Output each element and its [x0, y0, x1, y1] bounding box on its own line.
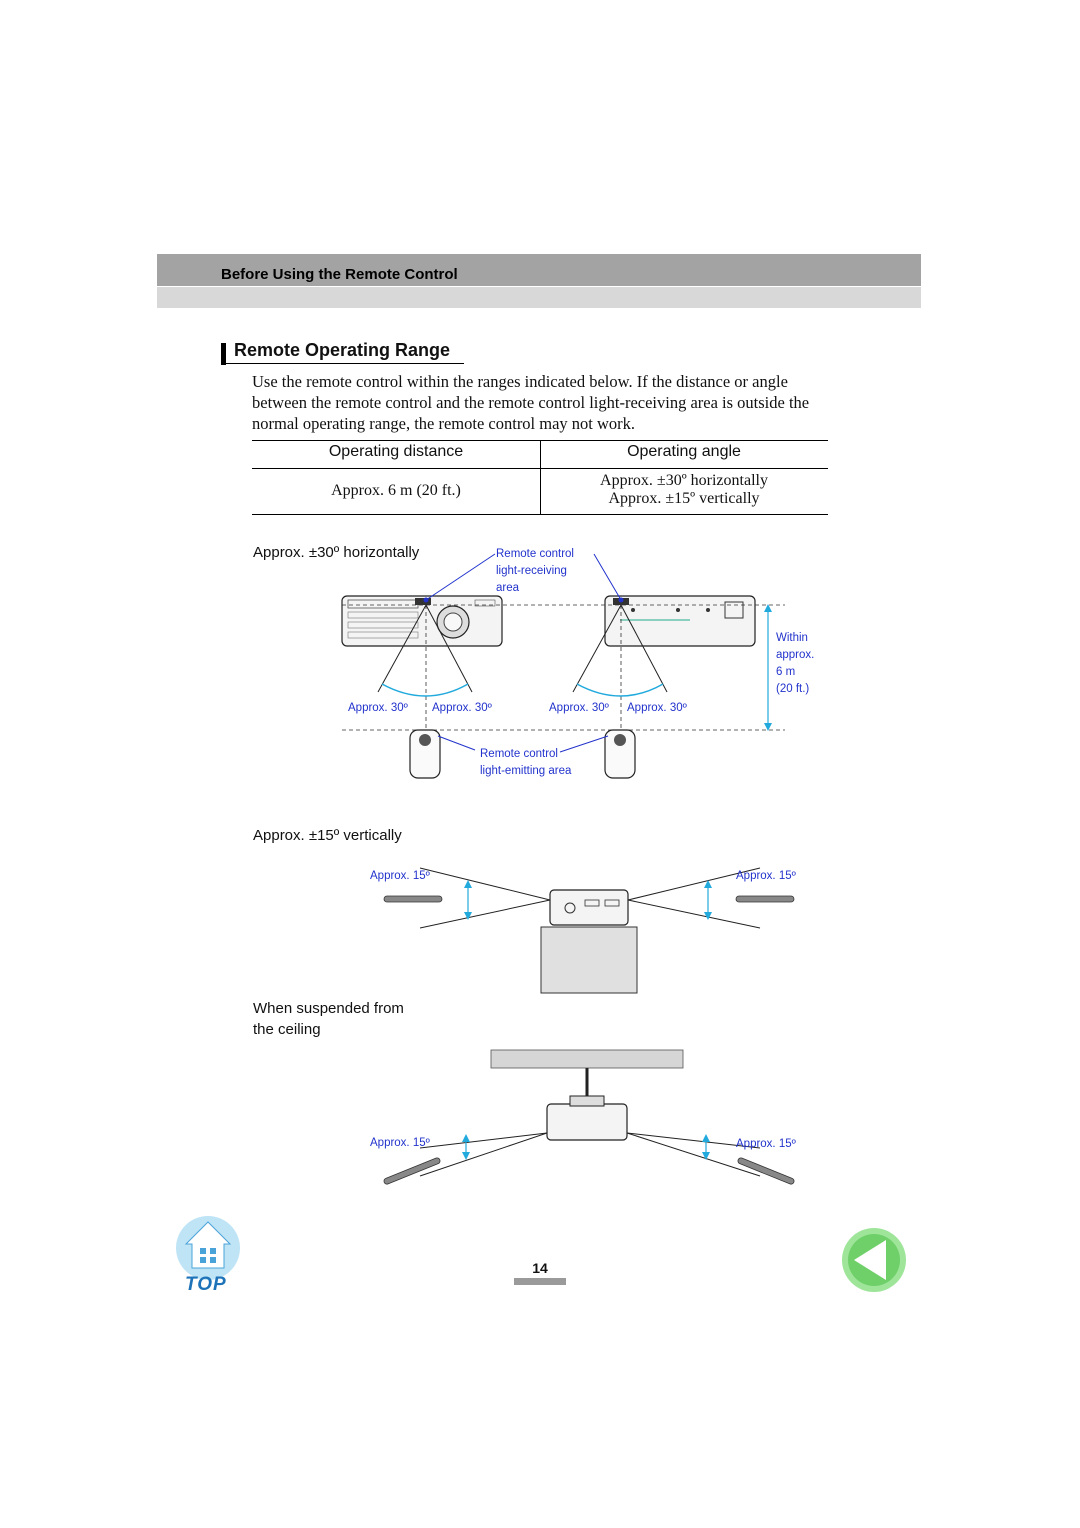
- angle-label-left-1: Approx. 30º: [348, 702, 408, 714]
- table-cell-distance: Approx. 6 m (20 ft.): [331, 482, 461, 499]
- angle-label-left-2: Approx. 30º: [432, 702, 492, 714]
- vertical-heading: Approx. ±15º vertically: [253, 827, 402, 844]
- table-cell-angle-horizontal: Approx. ±30º horizontally: [600, 472, 768, 489]
- receiving-area-callout: Remote control light-receiving area: [496, 548, 574, 594]
- remote-ceiling-left: [383, 1157, 441, 1185]
- page-number-bar: [514, 1278, 566, 1285]
- ceiling-angle-label-left: Approx. 15º: [370, 1137, 430, 1149]
- distance-callout: Within approx. 6 m (20 ft.): [776, 632, 815, 695]
- remote-side-left: [383, 895, 443, 903]
- projector-front-illustration: [341, 595, 503, 647]
- table-header-distance: Operating distance: [328, 443, 464, 460]
- table-header-angle: Operating angle: [627, 443, 741, 460]
- section-title-marker: [221, 343, 226, 365]
- back-arrow-icon[interactable]: [840, 1226, 908, 1294]
- page-number: 14: [532, 1260, 548, 1276]
- operating-range-table: Operating distance Operating angle Appro…: [252, 440, 828, 515]
- horizontal-heading: Approx. ±30º horizontally: [253, 544, 420, 561]
- angle-label-right-1: Approx. 30º: [549, 702, 609, 714]
- projector-side-illustration: [549, 889, 629, 926]
- vertical-range-diagram: [383, 867, 795, 994]
- section-title-underline: [221, 363, 464, 364]
- top-link-label[interactable]: TOP: [185, 1274, 227, 1295]
- ceiling-angle-label-right: Approx. 15º: [736, 1138, 796, 1150]
- ceiling-heading: When suspended from the ceiling: [253, 1000, 404, 1038]
- remote-control-illustration: [409, 729, 636, 779]
- section-title: Remote Operating Range: [234, 340, 451, 360]
- section-header-subbar: [157, 287, 921, 308]
- angle-label-right-2: Approx. 30º: [627, 702, 687, 714]
- section-header-title: Before Using the Remote Control: [221, 266, 458, 283]
- ceiling-range-diagram: [383, 1049, 795, 1185]
- horizontal-range-diagram: [341, 553, 785, 779]
- table-cell-angle-vertical: Approx. ±15º vertically: [608, 490, 760, 507]
- remote-side-right: [735, 895, 795, 903]
- vertical-angle-label-left: Approx. 15º: [370, 870, 430, 882]
- projector-rear-illustration: [604, 595, 756, 647]
- emitting-area-callout: Remote control light-emitting area: [480, 748, 572, 777]
- section-header-bar: [157, 254, 921, 286]
- remote-ceiling-right: [737, 1157, 795, 1185]
- intro-paragraph: Use the remote control within the ranges…: [252, 372, 810, 433]
- vertical-angle-label-right: Approx. 15º: [736, 870, 796, 882]
- projector-ceiling-illustration: [546, 1095, 628, 1141]
- top-home-icon[interactable]: [172, 1212, 244, 1292]
